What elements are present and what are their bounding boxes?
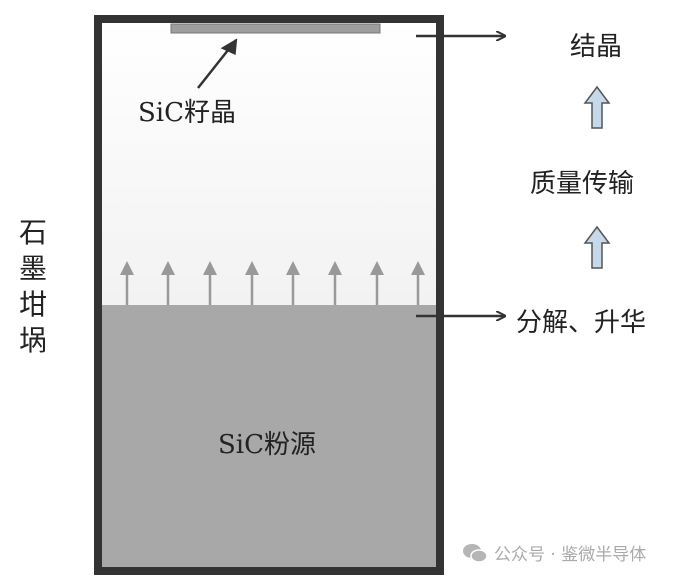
seed-label: SiC籽晶 [138,98,237,128]
decomposition-label: 分解、升华 [516,308,647,338]
wechat-icon [463,543,488,563]
crystallization-label: 结晶 [570,32,623,62]
mass-transport-label: 质量传输 [530,169,635,199]
crucible-label: 石墨坩埚 [18,216,47,357]
growth-chamber [98,19,440,305]
process-up-arrow [583,85,611,129]
vapor-arrows [120,261,425,305]
sic-seed-crystal [170,23,381,34]
watermark: 公众号 · 鉴微半导体 [462,540,646,565]
process-up-arrow [583,225,611,269]
graphite-crucible [94,15,444,575]
sic-powder-region [98,305,440,571]
watermark-text: 公众号 · 鉴微半导体 [494,545,647,565]
seed-pointer-arrow [197,38,238,89]
powder-label: SiC粉源 [218,430,317,460]
